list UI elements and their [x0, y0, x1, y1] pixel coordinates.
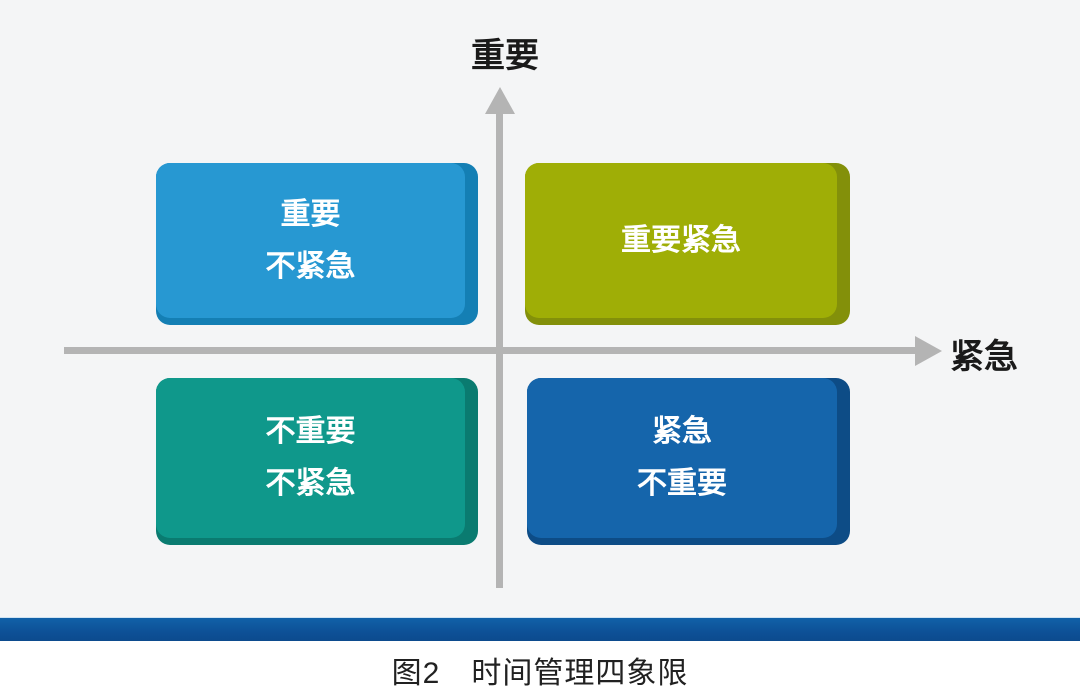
- quadrant-important-not-urgent: 重要 不紧急: [156, 163, 478, 325]
- quadrant-label-line: 不重要: [637, 467, 727, 500]
- x-axis-label: 紧急: [950, 338, 1018, 376]
- quadrant-label-line: 重要紧急: [621, 223, 741, 257]
- right-arrow-icon: [915, 336, 942, 366]
- y-axis-label: 重要: [471, 37, 539, 75]
- horizontal-axis-line: [64, 347, 917, 354]
- caption-area: 图2 时间管理四象限: [0, 641, 1080, 699]
- quadrant-label-line: 不紧急: [265, 249, 356, 283]
- quadrant-label-line: 重要: [280, 197, 341, 231]
- quadrant-face: 重要 不紧急: [156, 163, 465, 318]
- separator-bar: [0, 617, 1080, 642]
- quadrant-urgent-not-important: 紧急 不重要: [527, 378, 850, 545]
- quadrant-face: 不重要 不紧急: [156, 378, 465, 538]
- quadrant-important-urgent: 重要紧急: [525, 163, 850, 325]
- up-arrow-icon: [485, 87, 515, 114]
- quadrant-label-line: 不重要: [265, 415, 356, 448]
- quadrant-face: 紧急 不重要: [527, 378, 837, 538]
- quadrant-face: 重要紧急: [525, 163, 837, 318]
- quadrant-not-important-not-urgent: 不重要 不紧急: [156, 378, 478, 545]
- quadrant-label-line: 不紧急: [265, 467, 356, 500]
- figure-caption: 图2 时间管理四象限: [391, 657, 689, 690]
- quadrant-label-line: 紧急: [652, 415, 712, 448]
